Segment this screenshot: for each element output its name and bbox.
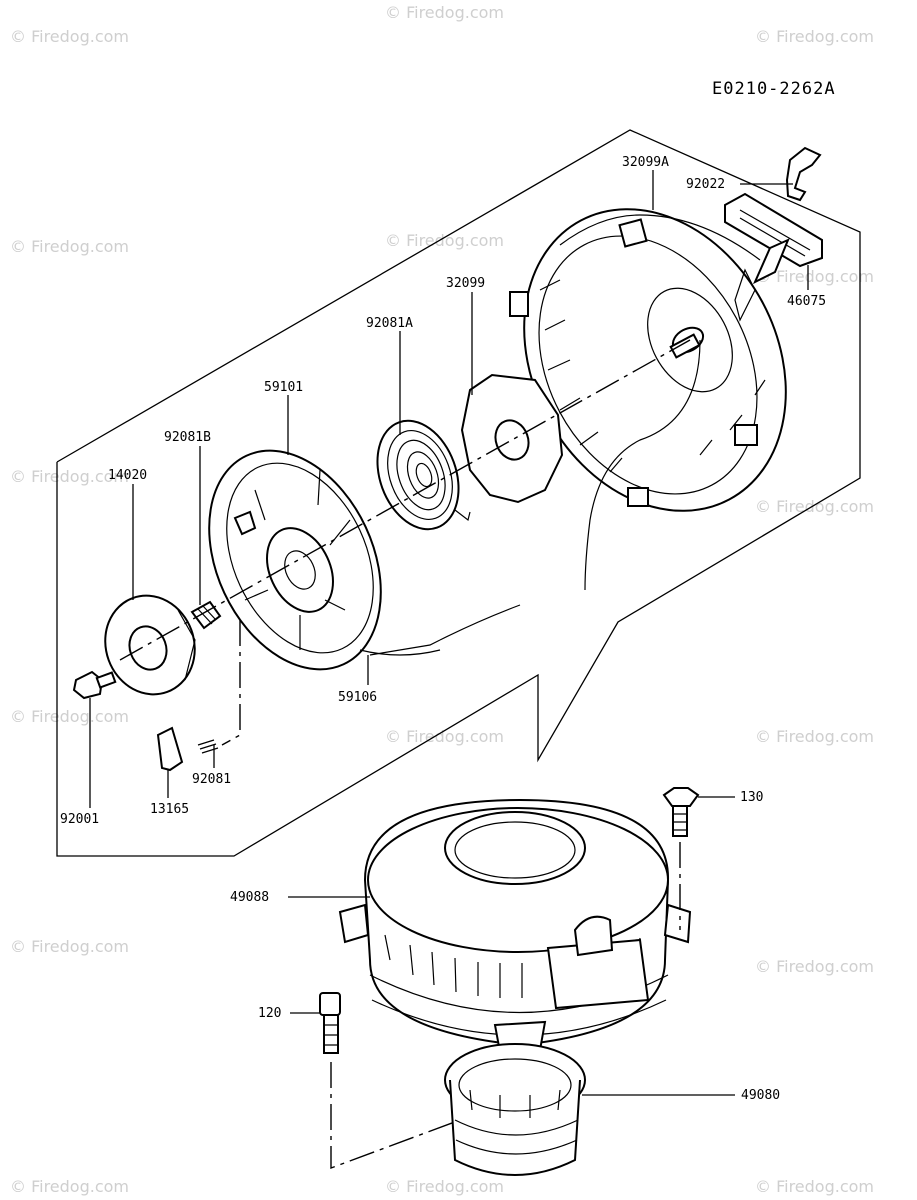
bolt-130: [662, 787, 700, 930]
callout-14020: 14020: [108, 468, 147, 483]
watermark: © Firedog.com: [385, 1177, 504, 1196]
watermark: © Firedog.com: [10, 467, 129, 486]
callout-46075: 46075: [787, 294, 826, 309]
callout-49080: 49080: [741, 1088, 780, 1103]
callout-13165: 13165: [150, 802, 189, 817]
starter-handle-46075: [724, 192, 823, 285]
assembly-axis: [221, 620, 241, 746]
bolt-120: [319, 992, 461, 1170]
callout-130: 130: [740, 790, 763, 805]
callout-32099A: 32099A: [622, 155, 669, 170]
watermark: © Firedog.com: [755, 727, 874, 746]
ratchet-14020: [104, 594, 196, 696]
watermark: © Firedog.com: [385, 727, 504, 746]
pin-92081B: [190, 600, 222, 630]
reel-59101: [208, 449, 441, 671]
watermark: © Firedog.com: [10, 27, 129, 46]
watermark: © Firedog.com: [755, 497, 874, 516]
watermark: © Firedog.com: [755, 1177, 874, 1196]
spring-92081A: [376, 419, 471, 531]
callout-92081B: 92081B: [164, 430, 211, 445]
fan-cover-49088: [338, 798, 692, 1054]
watermark: © Firedog.com: [10, 937, 129, 956]
watermark: © Firedog.com: [385, 231, 504, 250]
pawl-13165: [156, 726, 184, 772]
rope-59106: [369, 604, 521, 656]
watermarks: © Firedog.com © Firedog.com © Firedog.co…: [10, 3, 874, 1196]
pulley-49080: [444, 1043, 586, 1176]
callout-92081: 92081: [192, 772, 231, 787]
watermark: © Firedog.com: [10, 237, 129, 256]
assembly-axis: [119, 339, 691, 661]
callout-120: 120: [258, 1006, 281, 1021]
callout-59106: 59106: [338, 690, 377, 705]
exploded-view-frame: [56, 129, 861, 857]
callout-59101: 59101: [264, 380, 303, 395]
drawing-code: E0210-2262A: [712, 79, 836, 99]
watermark: © Firedog.com: [385, 3, 504, 22]
callout-49088: 49088: [230, 890, 269, 905]
watermark: © Firedog.com: [755, 957, 874, 976]
watermark: © Firedog.com: [755, 27, 874, 46]
spring-92081: [197, 739, 219, 754]
clip-92022: [785, 146, 822, 202]
callout-32099: 32099: [446, 276, 485, 291]
watermark: © Firedog.com: [10, 1177, 129, 1196]
watermark: © Firedog.com: [10, 707, 129, 726]
callout-92001: 92001: [60, 812, 99, 827]
leader-lines: [89, 170, 809, 1096]
callout-92022: 92022: [686, 177, 725, 192]
callout-labels: 32099A 92022 46075 32099 92081A 59101 92…: [60, 155, 826, 1103]
watermark: © Firedog.com: [755, 267, 874, 286]
plate-32099: [460, 373, 564, 504]
callout-92081A: 92081A: [366, 316, 413, 331]
bolt-92001: [72, 670, 117, 700]
